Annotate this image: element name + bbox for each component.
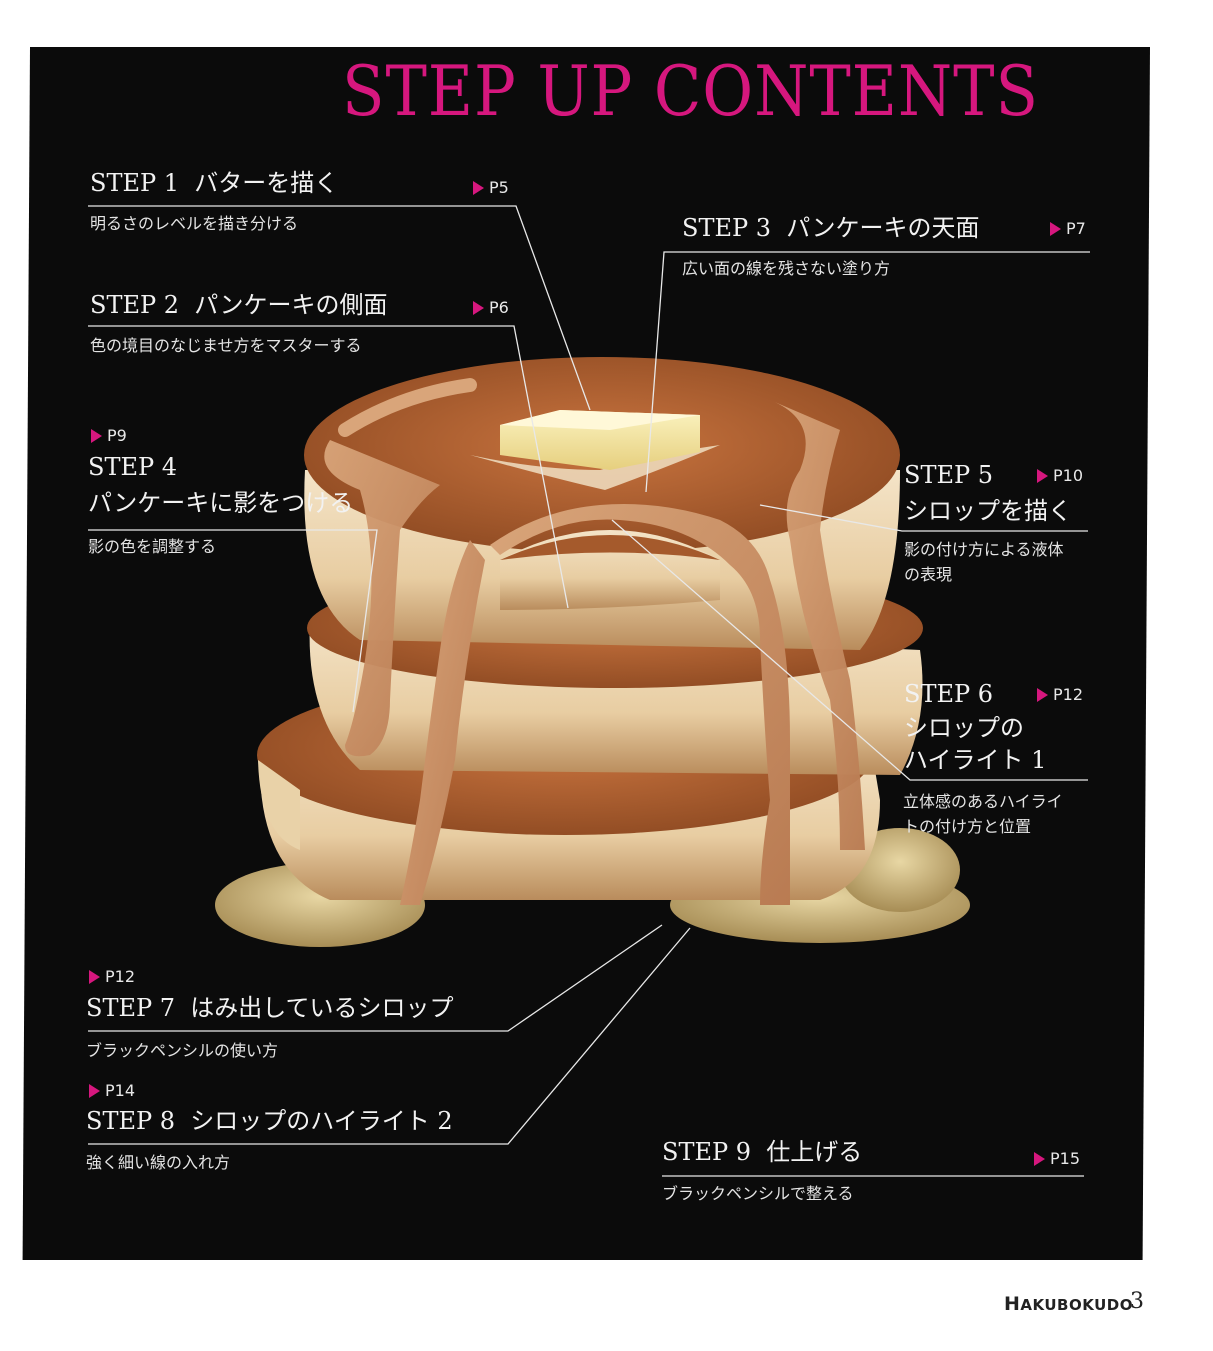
step-6-heading-line1: シロップの (904, 714, 1024, 742)
step-2-heading: STEP 2 パンケーキの側面 (90, 291, 388, 319)
step-6-entry[interactable]: STEP 6 シロップの ハイライト 1 (904, 679, 1046, 775)
step-4-number: STEP 4 (88, 453, 178, 481)
step-1-heading: STEP 1 バターを描く (90, 169, 339, 197)
step-3-page-link[interactable]: P7 (1050, 219, 1086, 238)
step-1-entry[interactable]: STEP 1 バターを描く (90, 168, 338, 198)
step-3-description: 広い面の線を残さない塗り方 (682, 259, 891, 278)
step-9-description: ブラックペンシルで整える (662, 1184, 854, 1203)
step-3-heading: STEP 3 パンケーキの天面 (682, 214, 980, 242)
step-8-page-link[interactable]: P14 (89, 1081, 135, 1100)
triangle-marker-icon (1050, 221, 1061, 236)
step-9-heading: STEP 9 仕上げる (662, 1138, 863, 1166)
step-4-page-link[interactable]: P9 (91, 426, 127, 445)
triangle-marker-icon (473, 300, 484, 315)
page-number: 3 (1130, 1289, 1144, 1314)
step-6-description: 立体感のあるハイライ トの付け方と位置 (903, 792, 1063, 836)
publisher-logo: HAKUBOKUDO (1004, 1293, 1133, 1315)
step-7-heading: STEP 7 はみ出しているシロップ (86, 994, 454, 1022)
step-2-description: 色の境目のなじませ方をマスターする (90, 336, 362, 355)
step-4-entry[interactable]: STEP 4 パンケーキに影をつける (88, 452, 353, 518)
step-2-page-link[interactable]: P6 (473, 298, 509, 317)
step-1-page-link[interactable]: P5 (473, 178, 509, 197)
triangle-marker-icon (89, 969, 100, 984)
step-6-page-link[interactable]: P12 (1037, 685, 1083, 704)
triangle-marker-icon (473, 180, 484, 195)
triangle-marker-icon (1037, 468, 1048, 483)
step-9-page-link[interactable]: P15 (1034, 1149, 1080, 1168)
step-5-page-link[interactable]: P10 (1037, 466, 1083, 485)
step-7-description: ブラックペンシルの使い方 (86, 1041, 279, 1060)
step-3-entry[interactable]: STEP 3 パンケーキの天面 (682, 213, 979, 243)
step-8-entry[interactable]: STEP 8 シロップのハイライト 2 (86, 1106, 453, 1136)
triangle-marker-icon (91, 428, 102, 443)
step-7-page-link[interactable]: P12 (89, 967, 135, 986)
triangle-marker-icon (89, 1083, 100, 1098)
triangle-marker-icon (1037, 687, 1048, 702)
step-9-entry[interactable]: STEP 9 仕上げる (662, 1137, 862, 1167)
step-6-heading-line2: ハイライト 1 (904, 746, 1047, 774)
step-5-entry[interactable]: STEP 5 シロップを描く (904, 460, 1072, 526)
step-2-entry[interactable]: STEP 2 パンケーキの側面 (90, 290, 387, 320)
step-8-description: 強く細い線の入れ方 (86, 1153, 231, 1172)
step-7-entry[interactable]: STEP 7 はみ出しているシロップ (86, 993, 454, 1023)
step-1-description: 明るさのレベルを描き分ける (90, 214, 299, 233)
step-5-number: STEP 5 (904, 461, 994, 489)
step-5-description: 影の付け方による液体 の表現 (904, 540, 1064, 584)
step-6-number: STEP 6 (904, 680, 994, 708)
step-4-description: 影の色を調整する (88, 537, 217, 556)
page-title: STEP UP CONTENTS (342, 52, 1039, 132)
step-5-heading: シロップを描く (904, 497, 1072, 525)
triangle-marker-icon (1034, 1151, 1045, 1166)
step-8-heading: STEP 8 シロップのハイライト 2 (86, 1107, 453, 1135)
step-4-heading: パンケーキに影をつける (88, 489, 354, 517)
